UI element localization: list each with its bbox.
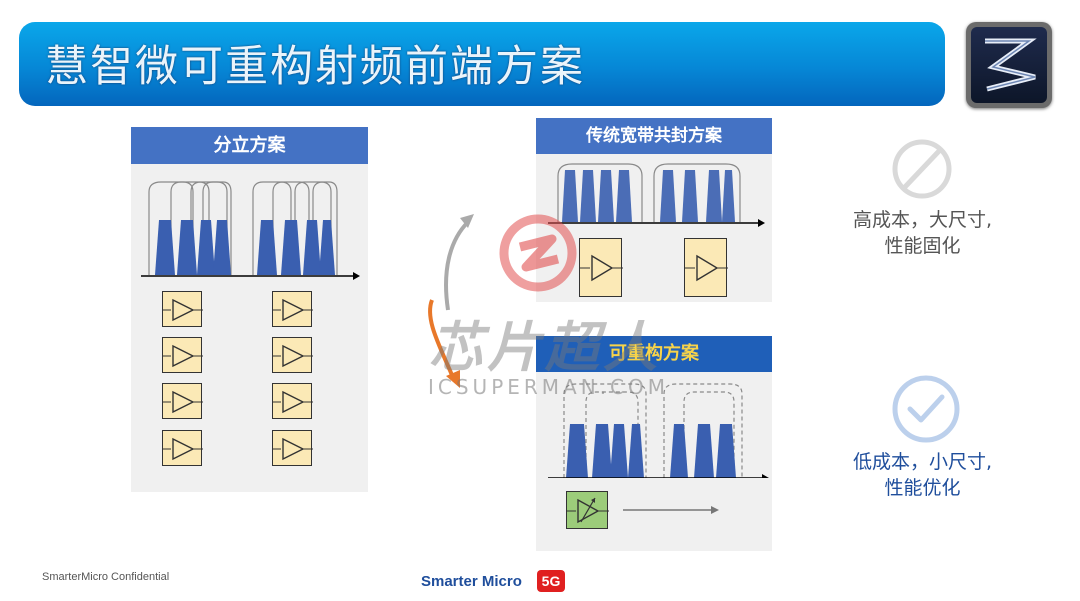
footer-confidential: SmarterMicro Confidential	[42, 571, 170, 583]
status-bad-text: 高成本，大尺寸, 性能固化	[830, 207, 1015, 259]
amplifier-block	[162, 291, 203, 327]
amplifier-block	[272, 291, 313, 327]
amplifier-block	[162, 383, 203, 419]
traditional-spectrum	[548, 163, 765, 227]
watermark-logo-icon	[499, 214, 577, 292]
transition-arrows	[428, 214, 474, 388]
status-good-text: 低成本，小尺寸, 性能优化	[830, 449, 1015, 501]
title-bar: 慧智微可重构射频前端方案	[19, 22, 945, 106]
amplifier-block	[272, 383, 313, 419]
watermark-text: 芯片超人	[429, 316, 661, 379]
amplifier-block	[684, 238, 728, 297]
status-good-line1: 低成本，小尺寸,	[852, 451, 993, 473]
discrete-spectrum	[141, 181, 360, 280]
traditional-panel: 传统宽带共封方案	[536, 118, 772, 302]
status-bad-line2: 性能固化	[884, 235, 961, 257]
tuning-arrow	[623, 506, 719, 514]
status-good-line2: 性能优化	[884, 477, 961, 499]
panel-title: 分立方案	[131, 127, 368, 164]
tunable-amplifier-block	[566, 491, 609, 529]
panel-title: 可重构方案	[536, 336, 772, 372]
badge-5g: 5G	[537, 570, 565, 592]
amplifier-block	[272, 337, 313, 373]
panel-title: 传统宽带共封方案	[536, 118, 772, 154]
check-circle-icon	[892, 375, 960, 443]
watermark-subtext: ICSUPERMAN.COM	[428, 375, 670, 399]
amplifier-block	[272, 430, 313, 466]
footer-brand: Smarter Micro	[421, 573, 522, 590]
logo-mark	[971, 27, 1047, 103]
amplifier-block	[162, 430, 203, 466]
reconfigurable-spectrum	[548, 383, 769, 478]
status-bad-line1: 高成本，大尺寸,	[852, 209, 993, 231]
amplifier-block	[162, 337, 203, 373]
page-title: 慧智微可重构射频前端方案	[45, 42, 585, 92]
company-logo	[966, 22, 1052, 108]
prohibited-icon	[892, 139, 952, 199]
amplifier-block	[579, 238, 623, 297]
